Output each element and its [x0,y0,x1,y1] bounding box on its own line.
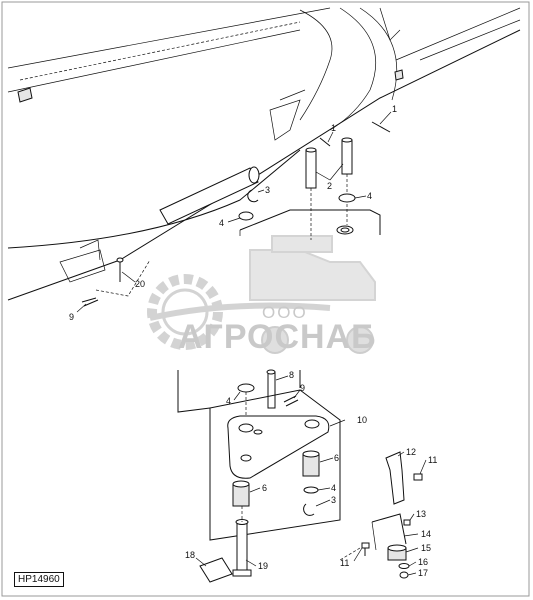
bushing-6-left [232,480,250,507]
callout-4-lower-right: 4 [331,483,336,493]
pin-20-centerline [95,259,151,297]
bushing-15 [387,544,407,561]
callout-2: 2 [327,181,332,191]
washer-4-lower-right [303,486,319,494]
bracket-centerline [339,547,361,561]
callout-3-lower: 3 [331,495,336,505]
callout-4-upper-left: 4 [219,218,224,228]
callout-14: 14 [421,529,431,539]
callout-15: 15 [421,543,431,553]
figure-id-label: HP14960 [14,572,64,587]
link-plate-box [209,389,341,541]
callout-16: 16 [418,557,428,567]
callout-20: 20 [135,279,145,289]
pin-20 [116,257,124,282]
hair-clip-9-upper [81,297,99,307]
bolt-13 [403,519,411,526]
callout-labels: 1 1 2 3 4 4 20 9 8 9 4 10 6 6 4 3 12 11 … [69,104,437,578]
watermark-company-name: АГРОСНАБ [178,318,377,356]
callout-9-upper: 9 [69,312,74,322]
bracket-12 [385,451,405,505]
callout-6-right: 6 [334,453,339,463]
callout-4-lower-left: 4 [226,396,231,406]
callout-11-lower: 11 [340,558,349,568]
bolt-11-lower [361,542,370,556]
callout-10: 10 [357,415,367,425]
washer-4-upper-right [338,193,356,203]
bushing-6-right [302,450,320,477]
link-plate-10 [227,415,330,479]
snap-ring-3-lower [303,503,315,516]
cotter-pin-1-left [319,137,331,147]
callout-18: 18 [185,550,195,560]
snap-ring-3-upper [247,189,259,203]
frame-housing [7,7,521,301]
bracket-14 [371,513,407,551]
callout-12: 12 [406,447,416,457]
pin-2-right [341,137,353,175]
callout-8: 8 [289,370,294,380]
watermark-logo [147,235,376,354]
callout-17: 17 [418,568,428,578]
callout-6-left: 6 [262,483,267,493]
lower-frame-outline [177,370,301,413]
hair-clip-9-lower [283,395,299,407]
callout-9-lower: 9 [300,383,305,393]
nut-17 [399,571,409,579]
lock-plate-18 [199,557,233,583]
pin-2-left [305,147,317,189]
callout-1-right: 1 [392,104,397,114]
pin-19 [232,519,252,577]
callout-19: 19 [258,561,268,571]
callout-1-left: 1 [331,123,336,133]
callout-13: 13 [416,509,426,519]
callout-3-upper: 3 [265,185,270,195]
washer-16 [398,563,410,569]
leader-lines [76,111,427,576]
cotter-pin-1-right [371,121,391,133]
washer-4-lower-top [237,383,255,393]
upper-mount-plate [239,209,381,236]
pin-8 [266,369,276,409]
callout-11-right: 11 [428,455,437,465]
washer-4-upper-left [238,211,254,221]
callout-4-upper-right: 4 [367,191,372,201]
watermark-prefix: ООО [262,303,308,322]
bolt-11-right [413,473,423,481]
